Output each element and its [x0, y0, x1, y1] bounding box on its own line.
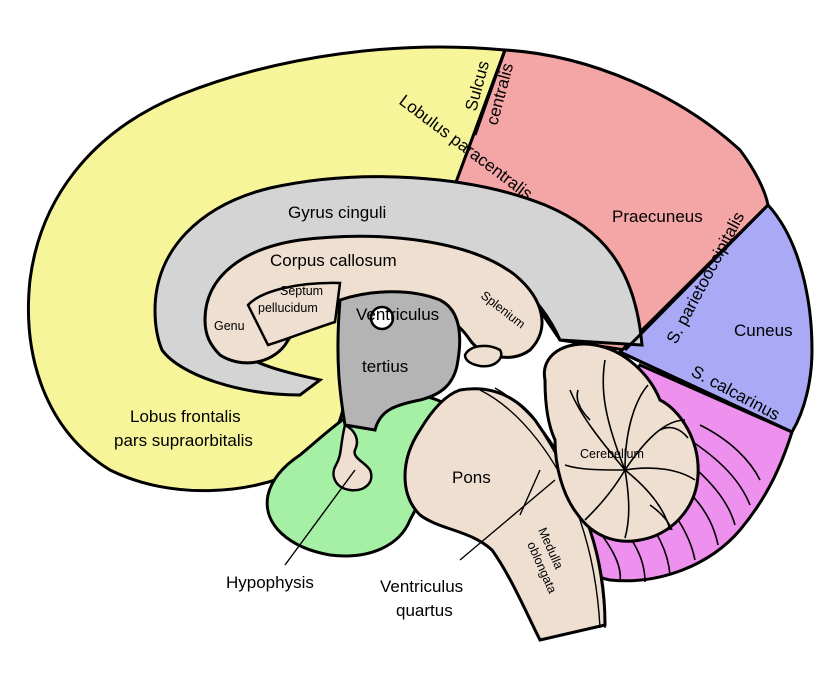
- sulcus-calcarinus-line: [619, 350, 793, 434]
- label-ventriculus-tertius-2: tertius: [362, 357, 408, 376]
- label-ventriculus-quartus-1: Ventriculus: [380, 577, 463, 596]
- hypophysis-leader-line: [284, 469, 356, 566]
- label-pons: Pons: [452, 468, 491, 487]
- sulcus-centralis-line: [473, 49, 507, 136]
- label-genu: Genu: [214, 319, 245, 333]
- cerebellum-folia: [564, 359, 696, 539]
- cerebellum-leader-line: [519, 469, 541, 516]
- label-praecuneus: Praecuneus: [612, 207, 703, 226]
- label-gyrus-cinguli: Gyrus cinguli: [288, 203, 386, 222]
- label-cerebellum: Cerebellum: [580, 447, 644, 461]
- label-hypophysis: Hypophysis: [226, 573, 314, 592]
- label-ventriculus-tertius-1: Ventriculus: [356, 305, 439, 324]
- region-cerebellum: [542, 342, 700, 543]
- label-pellucidum: pellucidum: [258, 301, 318, 315]
- region-cuneus: [617, 202, 814, 434]
- region-ventriculus-tertius: [336, 290, 462, 432]
- region-fornix-bit: [463, 344, 503, 368]
- label-lobus-frontalis-2: pars supraorbitalis: [114, 431, 253, 450]
- sulcus-parietooccipitalis-line: [623, 203, 770, 352]
- label-cuneus: Cuneus: [734, 321, 793, 340]
- massa-intermedia: [369, 305, 395, 331]
- region-septum-pellucidum: [246, 281, 342, 347]
- label-lobus-frontalis-1: Lobus frontalis: [130, 407, 241, 426]
- ventriculus-quartus-leader-line: [459, 479, 556, 561]
- label-ventriculus-quartus-2: quartus: [396, 601, 453, 620]
- label-septum: Septum: [280, 284, 323, 298]
- region-hypophysis: [332, 423, 373, 492]
- label-corpus-callosum: Corpus callosum: [270, 251, 397, 270]
